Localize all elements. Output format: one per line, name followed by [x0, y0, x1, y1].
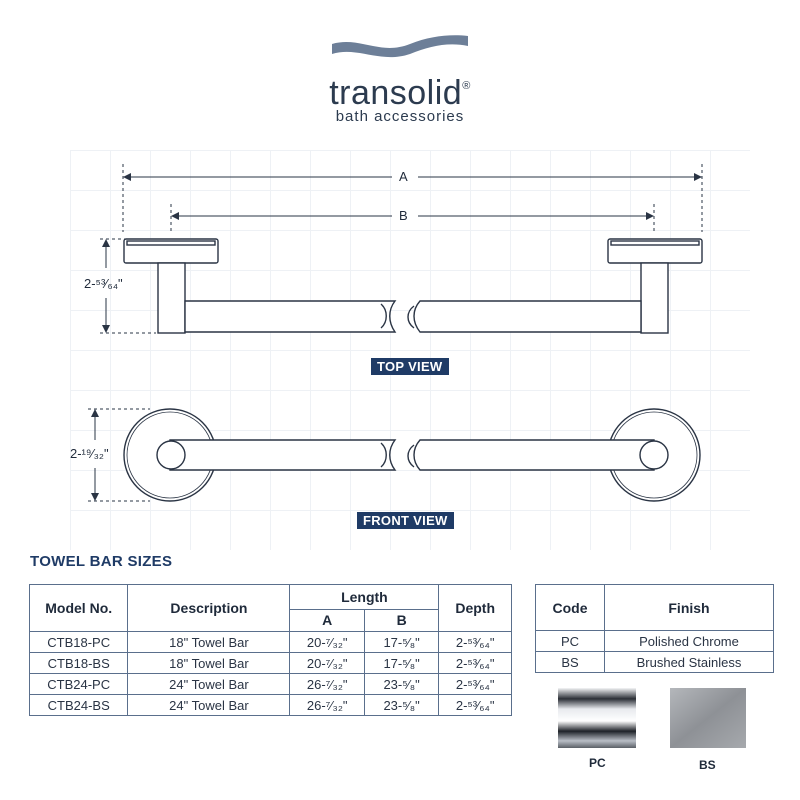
- top-view-depth-line: [100, 238, 156, 334]
- depth-cell: 2-⁵³⁄₆₄": [438, 694, 512, 716]
- length-b-cell: 23-⁵⁄₈": [363, 694, 440, 716]
- depth-cell: 2-⁵³⁄₆₄": [438, 652, 512, 674]
- dimension-b-line: [170, 204, 655, 232]
- top-view-depth-label: 2-⁵³⁄₆₄": [84, 276, 123, 291]
- description-cell: 24" Towel Bar: [127, 694, 291, 716]
- table-row: CTB18-BS 18" Towel Bar 20-⁷⁄₃₂" 17-⁵⁄₈" …: [28, 652, 512, 674]
- table-row: PC Polished Chrome: [535, 630, 774, 652]
- header-length-a: A: [289, 608, 365, 633]
- finish-cell: Polished Chrome: [604, 630, 774, 652]
- front-view-drawing: [123, 408, 701, 502]
- front-view-height-label: 2-¹⁹⁄₃₂": [70, 446, 109, 461]
- table-row: CTB24-BS 24" Towel Bar 26-⁷⁄₃₂" 23-⁵⁄₈" …: [28, 694, 512, 716]
- dimension-b-label: B: [396, 208, 411, 223]
- model-cell: CTB18-PC: [28, 631, 129, 653]
- swatch-label-pc: PC: [589, 756, 606, 770]
- description-cell: 18" Towel Bar: [127, 631, 291, 653]
- top-view-label: TOP VIEW: [371, 358, 449, 375]
- header-finish: Finish: [604, 584, 774, 631]
- model-cell: CTB24-BS: [28, 694, 129, 716]
- header-depth: Depth: [438, 584, 512, 632]
- brand-tagline: bath accessories: [335, 108, 465, 125]
- towel-bar-drawing: [88, 164, 703, 502]
- finish-cell: Brushed Stainless: [604, 651, 774, 673]
- length-a-cell: 26-⁷⁄₃₂": [289, 673, 365, 695]
- model-cell: CTB24-PC: [28, 673, 129, 695]
- header-length-b: B: [363, 608, 440, 633]
- length-b-cell: 17-⁵⁄₈": [363, 652, 440, 674]
- table-row: CTB18-PC 18" Towel Bar 20-⁷⁄₃₂" 17-⁵⁄₈" …: [28, 631, 512, 653]
- depth-cell: 2-⁵³⁄₆₄": [438, 631, 512, 653]
- header-code: Code: [535, 584, 605, 631]
- dimension-a-line: [122, 164, 703, 232]
- front-view-height-line: [88, 408, 150, 502]
- code-cell: PC: [535, 630, 605, 652]
- depth-cell: 2-⁵³⁄₆₄": [438, 673, 512, 695]
- code-cell: BS: [535, 651, 605, 673]
- table-row: BS Brushed Stainless: [535, 651, 774, 673]
- front-view-label: FRONT VIEW: [357, 512, 454, 529]
- header-length: Length: [289, 584, 440, 610]
- brand-name: transolid®: [329, 74, 471, 112]
- wave-logo-icon: [332, 35, 468, 58]
- header-description: Description: [127, 584, 291, 632]
- table-row: CTB24-PC 24" Towel Bar 26-⁷⁄₃₂" 23-⁵⁄₈" …: [28, 673, 512, 695]
- sizes-table-title: TOWEL BAR SIZES: [30, 553, 173, 570]
- length-a-cell: 26-⁷⁄₃₂": [289, 694, 365, 716]
- length-b-cell: 23-⁵⁄₈": [363, 673, 440, 695]
- model-cell: CTB18-BS: [28, 652, 129, 674]
- length-a-cell: 20-⁷⁄₃₂": [289, 652, 365, 674]
- swatch-label-bs: BS: [699, 758, 716, 772]
- description-cell: 18" Towel Bar: [127, 652, 291, 674]
- polished-chrome-swatch: [558, 688, 636, 748]
- dimension-a-label: A: [396, 169, 411, 184]
- length-b-cell: 17-⁵⁄₈": [363, 631, 440, 653]
- top-view-drawing: [123, 238, 703, 334]
- header-model: Model No.: [28, 584, 129, 632]
- length-a-cell: 20-⁷⁄₃₂": [289, 631, 365, 653]
- sizes-table: Model No. Description Length Depth A B C…: [28, 584, 512, 716]
- finish-table: Code Finish PC Polished Chrome BS Brushe…: [535, 584, 774, 673]
- brushed-stainless-swatch: [670, 688, 746, 748]
- description-cell: 24" Towel Bar: [127, 673, 291, 695]
